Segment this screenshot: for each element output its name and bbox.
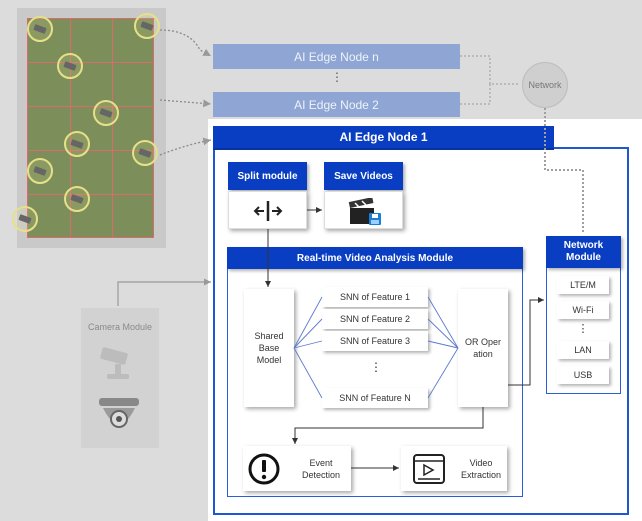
video-extraction-label: Video Extraction [460,458,502,480]
feature-label-3: SNN of Feature 3 [339,336,411,346]
grid-v2 [112,19,113,237]
edge-node-1-header: AI Edge Node 1 [213,126,554,150]
network-item-lan-label: LAN [574,345,592,355]
network-item-lte-label: LTE/M [570,280,596,290]
network-item-wifi: Wi-Fi [557,301,609,319]
ghost-node-dots: ⋮ [331,70,343,84]
or-to-network-arrow [508,297,544,386]
network-item-lte: LTE/M [557,276,609,294]
feature-box-n: SNN of Feature N [322,388,428,408]
feature-box-2: SNN of Feature 2 [322,309,428,329]
bullet-camera-icon [97,344,141,384]
camera-map-panel [12,8,166,248]
satellite-map [27,18,154,238]
feature-dots: ⋮ [370,360,382,374]
camera-icon [12,206,38,232]
alert-icon [247,452,281,486]
camera-module: Camera Module [81,308,159,448]
camera-to-node-line [117,278,211,306]
network-module-header: Network Module [546,236,621,268]
network-item-wifi-label: Wi-Fi [572,305,594,315]
clapper-save-icon [347,198,383,226]
shared-base-model: Shared Base Model [244,289,294,407]
network-module-title: Network Module [563,240,604,263]
analysis-module-header: Real-time Video Analysis Module [227,247,523,269]
save-videos-title: Save Videos [324,162,403,190]
feature-label-n: SNN of Feature N [339,393,411,403]
or-operation: OR Operation [458,289,508,407]
save-videos-body [324,191,403,229]
grid-v1 [70,19,71,237]
network-circle: Network [522,62,568,108]
or-to-event-arrow [292,407,484,444]
camera-module-title: Camera Module [87,322,153,332]
video-extraction-icon [411,452,447,486]
camera-icon [64,186,90,212]
ghost-node-2-label: AI Edge Node 2 [294,97,379,112]
shared-base-model-label: Shared Base Model [254,331,284,365]
node-2-to-network [460,84,491,105]
event-detection-label: Event Detection [301,458,341,480]
network-to-module [544,108,584,234]
save-videos-label: Save Videos [334,170,393,182]
edge-node-1-title: AI Edge Node 1 [339,130,428,144]
video-extraction-box: Video Extraction [401,446,507,491]
event-detection-box: Event Detection [243,446,351,491]
grid-h3 [28,150,153,151]
network-item-dots: ⋮ [577,323,589,335]
feature-box-1: SNN of Feature 1 [322,287,428,307]
grid-h4 [28,194,153,195]
analysis-module-title: Real-time Video Analysis Module [296,252,454,264]
network-label: Network [528,80,562,90]
or-operation-label: OR Operation [465,337,502,359]
camera-icon [57,53,83,79]
network-item-lan: LAN [557,341,609,359]
fan-lines [293,296,459,399]
ghost-node-n-label: AI Edge Node n [294,49,379,64]
dome-camera-icon [97,394,141,438]
split-module-label: Split module [237,170,298,182]
grid-h1 [28,62,153,63]
split-module-body [228,191,307,229]
ghost-node-2: AI Edge Node 2 [213,92,460,117]
camera-icon [132,140,158,166]
camera-icon [27,158,53,184]
map-to-node-2-line [159,99,212,108]
grid-h2 [28,106,153,107]
split-icon [253,200,283,222]
node-n-to-network [460,55,520,85]
feature-label-2: SNN of Feature 2 [339,314,411,324]
camera-icon [64,131,90,157]
camera-icon [134,13,160,39]
camera-icon [27,16,53,42]
feature-box-3: SNN of Feature 3 [322,331,428,351]
map-to-node-n-line [159,29,212,57]
split-module-title: Split module [228,162,307,190]
network-item-usb: USB [557,366,609,384]
map-to-node-1-line [159,137,212,156]
network-item-usb-label: USB [573,370,593,380]
camera-icon [93,100,119,126]
ghost-node-n: AI Edge Node n [213,44,460,69]
feature-label-1: SNN of Feature 1 [339,292,411,302]
